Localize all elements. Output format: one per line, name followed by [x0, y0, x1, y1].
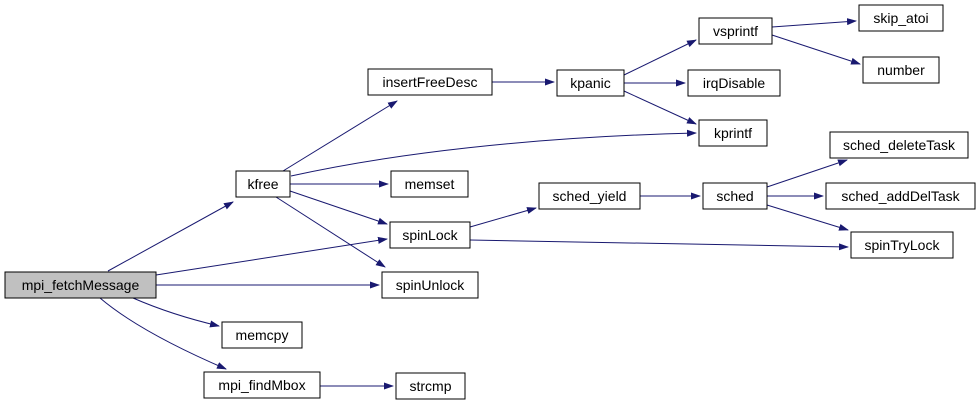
edge-vsprintf-to-number	[771, 34, 861, 65]
node-memset-label: memset	[405, 176, 455, 192]
node-insertFreeDesc[interactable]: insertFreeDesc	[367, 68, 493, 96]
edge-kpanic-to-vsprintf	[623, 39, 697, 76]
node-number[interactable]: number	[862, 56, 940, 84]
node-sched_yield-box	[538, 182, 641, 210]
node-strcmp-box	[395, 372, 466, 400]
node-memset-box	[390, 170, 469, 198]
node-spinTryLock-label: spinTryLock	[865, 237, 941, 253]
node-irqDisable-box	[687, 69, 781, 97]
node-kprintf-box	[698, 119, 768, 147]
node-sched_deleteTask-box	[829, 131, 969, 159]
node-irqDisable[interactable]: irqDisable	[687, 69, 781, 97]
node-sched-label: sched	[716, 188, 753, 204]
node-spinLock[interactable]: spinLock	[389, 221, 471, 249]
node-sched-box	[702, 182, 768, 210]
edge-kfree-to-insertFreeDesc	[282, 100, 398, 172]
edge-mpi_fetchMessage-to-spinLock	[155, 236, 388, 276]
node-mpi_fetchMessage-label: mpi_fetchMessage	[22, 277, 140, 293]
edge-kpanic-to-kprintf	[623, 90, 697, 125]
edge-spinLock-to-spinTryLock	[469, 239, 849, 251]
node-vsprintf-label: vsprintf	[713, 23, 758, 39]
node-sched_yield-label: sched_yield	[553, 188, 627, 204]
node-memcpy-label: memcpy	[236, 327, 289, 343]
node-sched[interactable]: sched	[702, 182, 768, 210]
edge-kfree-to-spinLock	[289, 190, 388, 225]
node-sched_deleteTask[interactable]: sched_deleteTask	[829, 131, 969, 159]
node-mpi_findMbox-label: mpi_findMbox	[218, 377, 305, 393]
node-skip_atoi-label: skip_atoi	[873, 10, 928, 26]
edge-mpi_fetchMessage-to-mpi_findMbox	[99, 297, 227, 370]
nodes-layer: mpi_fetchMessage kfree insertFreeDesc kpani…	[4, 4, 976, 400]
node-sched_addDelTask-label: sched_addDelTask	[841, 188, 960, 204]
node-number-box	[862, 56, 940, 84]
node-spinLock-box	[389, 221, 471, 249]
node-skip_atoi-box	[858, 4, 944, 32]
node-sched_deleteTask-label: sched_deleteTask	[843, 137, 956, 153]
node-mpi_findMbox-box	[203, 371, 321, 399]
node-kpanic-label: kpanic	[570, 75, 610, 91]
node-skip_atoi[interactable]: skip_atoi	[858, 4, 944, 32]
edge-spinLock-to-sched_yield	[469, 207, 537, 228]
node-vsprintf-box	[698, 17, 773, 45]
node-kfree[interactable]: kfree	[235, 170, 291, 198]
node-sched_addDelTask-box	[825, 182, 976, 210]
node-kprintf[interactable]: kprintf	[698, 119, 768, 147]
node-spinUnlock[interactable]: spinUnlock	[381, 271, 479, 299]
edge-kfree-to-spinUnlock	[275, 196, 386, 268]
node-spinTryLock-box	[850, 231, 954, 259]
node-insertFreeDesc-box	[367, 68, 493, 96]
node-spinTryLock[interactable]: spinTryLock	[850, 231, 954, 259]
edge-vsprintf-to-skip_atoi	[771, 18, 857, 28]
node-spinUnlock-label: spinUnlock	[396, 277, 465, 293]
node-mpi_findMbox[interactable]: mpi_findMbox	[203, 371, 321, 399]
node-memset[interactable]: memset	[390, 170, 469, 198]
edge-sched-to-spinTryLock	[766, 204, 849, 231]
node-sched_yield[interactable]: sched_yield	[538, 182, 641, 210]
node-insertFreeDesc-label: insertFreeDesc	[383, 74, 478, 90]
node-kprintf-label: kprintf	[714, 125, 752, 141]
edge-sched-to-sched_deleteTask	[766, 159, 848, 188]
node-sched_addDelTask[interactable]: sched_addDelTask	[825, 182, 976, 210]
node-kfree-label: kfree	[247, 176, 278, 192]
node-memcpy-box	[221, 321, 303, 349]
node-mpi_fetchMessage-box	[4, 271, 157, 299]
node-vsprintf[interactable]: vsprintf	[698, 17, 773, 45]
edge-kfree-to-kprintf	[290, 129, 697, 177]
node-kpanic[interactable]: kpanic	[556, 69, 625, 97]
node-kpanic-box	[556, 69, 625, 97]
node-irqDisable-label: irqDisable	[703, 75, 765, 91]
node-kfree-box	[235, 170, 291, 198]
node-spinUnlock-box	[381, 271, 479, 299]
node-mpi_fetchMessage: mpi_fetchMessage	[4, 271, 157, 299]
node-spinLock-label: spinLock	[402, 227, 458, 243]
node-strcmp-label: strcmp	[410, 378, 452, 394]
edge-mpi_fetchMessage-to-memcpy	[132, 297, 220, 328]
edges-layer	[99, 18, 861, 390]
edge-mpi_fetchMessage-to-kfree	[107, 201, 234, 272]
node-number-label: number	[877, 62, 925, 78]
node-strcmp[interactable]: strcmp	[395, 372, 466, 400]
node-memcpy[interactable]: memcpy	[221, 321, 303, 349]
